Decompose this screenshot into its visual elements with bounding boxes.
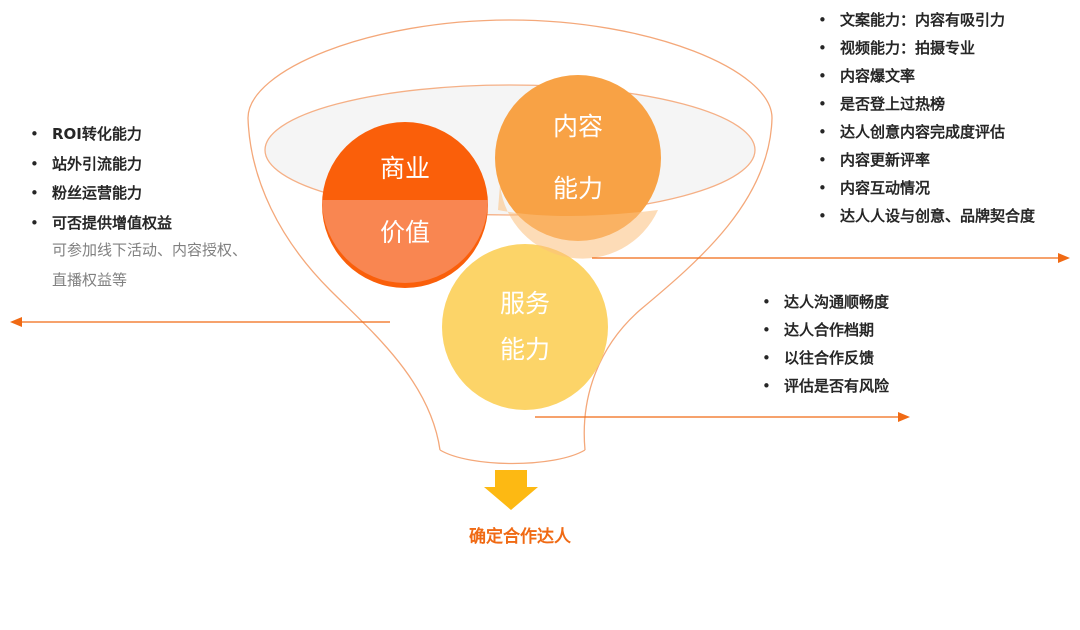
list-item: 站外引流能力 — [26, 150, 172, 180]
list-item: 文案能力：内容有吸引力 — [814, 6, 1035, 34]
down-arrow-icon — [484, 470, 538, 510]
list-item: 达人合作档期 — [758, 316, 889, 344]
content-label-line2: 能力 — [552, 174, 603, 203]
list-item: 达人人设与创意、品牌契合度 — [814, 202, 1035, 230]
service-label-line2: 能力 — [499, 335, 550, 364]
funnel-spout — [439, 449, 586, 465]
content-criteria-list: 文案能力：内容有吸引力 视频能力：拍摄专业 内容爆文率 是否登上过热榜 达人创意… — [814, 6, 1035, 230]
list-item: 是否登上过热榜 — [814, 90, 1035, 118]
service-criteria-list: 达人沟通顺畅度 达人合作档期 以往合作反馈 评估是否有风险 — [758, 288, 889, 400]
business-label-line2: 价值 — [379, 218, 430, 247]
list-item: 内容更新评率 — [814, 146, 1035, 174]
arrow-right-bottom-head — [898, 412, 910, 422]
content-circle-lower-tint — [498, 185, 658, 259]
list-item: 视频能力：拍摄专业 — [814, 34, 1035, 62]
funnel-outline-left — [247, 117, 441, 451]
list-item: 达人沟通顺畅度 — [758, 288, 889, 316]
arrow-left-head — [10, 317, 22, 327]
business-label-line1: 商业 — [379, 154, 430, 183]
list-item: 以往合作反馈 — [758, 344, 889, 372]
list-item: 可否提供增值权益 — [26, 209, 172, 239]
content-label-line1: 内容 — [552, 112, 603, 141]
service-ability-circle — [442, 244, 608, 410]
funnel-outline — [247, 19, 773, 451]
list-item: 评估是否有风险 — [758, 372, 889, 400]
benefit-note-line1: 可参加线下活动、内容授权、 — [52, 241, 248, 259]
arrow-right-top-head — [1058, 253, 1070, 263]
list-item: 达人创意内容完成度评估 — [814, 118, 1035, 146]
list-item: 内容互动情况 — [814, 174, 1035, 202]
list-item: 粉丝运营能力 — [26, 179, 172, 209]
benefit-note-line2: 直播权益等 — [52, 271, 128, 289]
list-item: ROI转化能力 — [26, 120, 172, 150]
service-label-line1: 服务 — [499, 289, 550, 318]
content-ability-circle — [495, 75, 661, 241]
conclusion-label: 确定合作达人 — [469, 527, 571, 547]
business-circle-lower-tint — [322, 200, 488, 283]
list-item: 内容爆文率 — [814, 62, 1035, 90]
business-criteria-list: ROI转化能力 站外引流能力 粉丝运营能力 可否提供增值权益 — [26, 120, 172, 238]
